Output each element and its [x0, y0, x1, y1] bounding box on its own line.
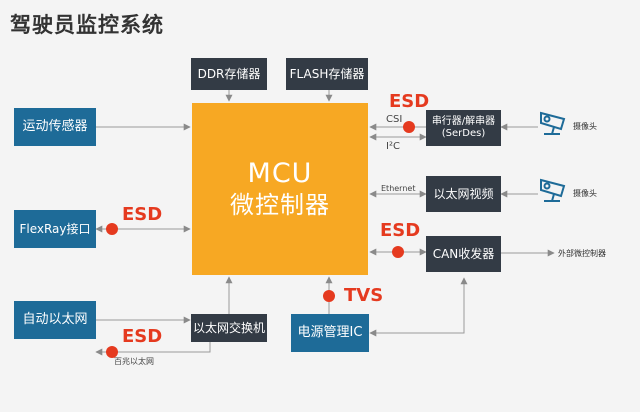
page-title: 驾驶员监控系统	[10, 13, 164, 37]
camera1-label: 摄像头	[573, 122, 597, 131]
tvs-label: TVS	[344, 285, 384, 306]
i2c-label: I²C	[386, 141, 400, 152]
ethernet-video-box: 以太网视频	[426, 176, 501, 212]
camera2-label: 摄像头	[573, 189, 597, 198]
fast-ethernet-label: 百兆以太网	[114, 357, 154, 366]
auto-ethernet-box: 自动以太网	[14, 301, 96, 339]
serdes-box: 串行器/解串器 (SerDes)	[426, 110, 501, 146]
tvs-dot	[323, 290, 335, 302]
esd-label-flexray: ESD	[122, 204, 163, 225]
esd-label-can: ESD	[380, 220, 421, 241]
power-management-ic-box: 电源管理IC	[291, 314, 369, 352]
esd-dot-fast-eth	[106, 346, 118, 358]
ethernet-label: Ethernet	[381, 184, 416, 193]
power-can-link	[369, 277, 468, 337]
ddr-memory-box: DDR存储器	[191, 58, 267, 90]
esd-dot-can	[392, 246, 404, 258]
camera-icon	[540, 111, 566, 135]
ethernet-switch-box: 以太网交换机	[191, 314, 267, 342]
motion-sensor-box: 运动传感器	[14, 108, 96, 146]
serdes-sublabel: (SerDes)	[441, 128, 486, 139]
external-mcu-label: 外部微控制器	[558, 249, 606, 258]
esd-label-fast-ethernet: ESD	[122, 326, 163, 347]
mcu-subtitle: 微控制器	[230, 190, 330, 219]
mcu-label: MCU	[247, 158, 313, 190]
flexray-interface-box: FlexRay接口	[14, 210, 96, 248]
esd-dot-serdes	[403, 121, 415, 133]
flash-memory-box: FLASH存储器	[286, 58, 368, 90]
csi-label: CSI	[386, 114, 403, 125]
mcu-block: MCU 微控制器	[192, 103, 368, 275]
esd-dot-flexray	[106, 223, 118, 235]
fast-eth-link	[95, 342, 211, 356]
serdes-label: 串行器/解串器	[431, 115, 496, 127]
esd-label-serdes: ESD	[389, 91, 430, 112]
can-transceiver-box: CAN收发器	[426, 236, 501, 272]
camera-icon	[540, 178, 566, 202]
